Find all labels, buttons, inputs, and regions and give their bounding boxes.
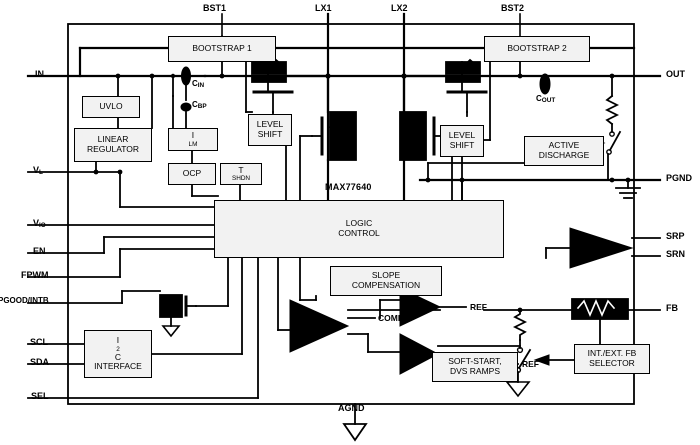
hs-fet-2 — [445, 58, 488, 113]
label-ref-1: REF — [470, 302, 487, 312]
pin-label-agnd: AGND — [338, 403, 365, 413]
ls-fet-2 — [399, 111, 445, 161]
label-cbp: CBP — [192, 100, 207, 110]
bootstrap-2-label: BOOTSTRAP 2 — [507, 43, 567, 54]
switch-contact-top — [609, 131, 615, 137]
pin-label-lx1: LX1 — [315, 3, 332, 13]
chip-part-number: MAX77640 — [325, 182, 372, 192]
pin-label-en: EN — [33, 246, 46, 256]
block-soft-start[interactable]: SOFT-START,DVS RAMPS — [432, 352, 518, 382]
comparator-softstart — [399, 333, 440, 375]
pin-label-in: IN — [35, 69, 44, 79]
pin-label-sel: SEL — [31, 391, 49, 401]
switch-contact-bottom — [606, 149, 612, 155]
fb-switch-blade — [517, 348, 532, 370]
comparator-fb — [399, 287, 442, 327]
pin-label-vio: VIO — [33, 218, 46, 229]
discharge-resistor — [604, 94, 620, 126]
fb-external-resistor — [571, 298, 629, 320]
pin-label-vl: VL — [33, 165, 43, 176]
label-cout: COUT — [536, 94, 556, 104]
discharge-switch-blade — [608, 130, 622, 152]
pin-label-lx2: LX2 — [391, 3, 408, 13]
pin-label-srp: SRP — [666, 231, 685, 241]
pin-label-fpwm: FPWM — [21, 270, 49, 280]
block-bootstrap-1[interactable]: BOOTSTRAP 1 — [168, 36, 276, 62]
block-uvlo[interactable]: UVLO — [82, 96, 140, 118]
pin-label-sda: SDA — [30, 357, 50, 367]
pin-label-pgnd: PGND — [666, 173, 693, 183]
node-dot-in-uvlo — [115, 73, 121, 79]
pgnd-ground-symbol — [615, 187, 641, 199]
soft-start-label: SOFT-START,DVS RAMPS — [448, 356, 502, 376]
pgood-open-drain-fet — [159, 294, 197, 327]
pin-label-pgood-intb: PGOOD/INTB — [0, 296, 49, 305]
chip-boundary — [67, 23, 635, 405]
hs-fet-1 — [251, 58, 294, 113]
pin-label-scl: SCL — [30, 337, 48, 347]
label-ref-2: REF — [522, 359, 539, 369]
block-ocp[interactable]: OCP — [168, 163, 216, 185]
fb-divider-resistor — [512, 309, 528, 341]
pgood-ground-symbol — [161, 325, 181, 338]
pin-label-srn: SRN — [666, 249, 686, 259]
comparator-pwm — [289, 299, 350, 353]
node-dot-in-linreg — [149, 73, 155, 79]
pin-label-fb: FB — [666, 303, 678, 313]
pin-label-out: OUT — [666, 69, 685, 79]
current-sense-amp — [569, 227, 634, 269]
uvlo-label: UVLO — [99, 101, 123, 112]
agnd-ground-symbol — [342, 423, 368, 442]
label-comp: COMP — [378, 313, 404, 323]
bootstrap-1-label: BOOTSTRAP 1 — [192, 43, 252, 54]
cbp-symbol — [180, 102, 192, 112]
ls-fet-1 — [311, 111, 357, 161]
ocp-label: OCP — [182, 168, 202, 179]
pin-label-bst1: BST1 — [203, 3, 227, 13]
label-cin: CIN — [192, 79, 205, 89]
pin-label-bst2: BST2 — [501, 3, 525, 13]
block-bootstrap-2[interactable]: BOOTSTRAP 2 — [484, 36, 590, 62]
fb-ground-symbol — [505, 381, 531, 398]
